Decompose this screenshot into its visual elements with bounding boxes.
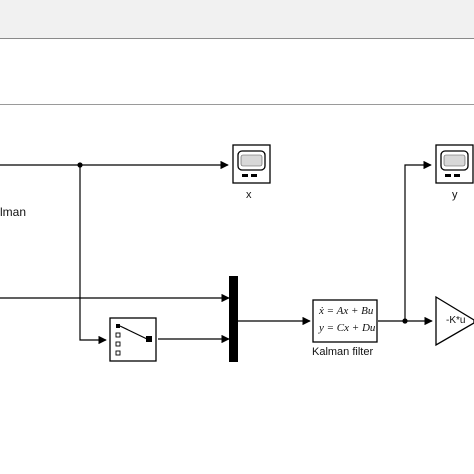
scope-x-block[interactable]: [232, 144, 271, 184]
kalman-filter-label: Kalman filter: [312, 346, 374, 358]
selector-block[interactable]: [109, 317, 157, 362]
toolbar-area: [0, 0, 474, 39]
toolbar-divider: [0, 104, 474, 105]
mux-block[interactable]: [229, 276, 238, 362]
signal-to-selector: [79, 165, 107, 345]
branch-point-2: [402, 318, 408, 324]
state-equation: ẋ = Ax + Bu: [319, 305, 374, 317]
branch-point-1: [77, 162, 83, 168]
scope-x-label: x: [246, 189, 252, 201]
kalman-cut-label: lman: [0, 205, 27, 219]
signal-to-scope-y: [404, 160, 432, 321]
output-equation: y = Cx + Du: [319, 322, 376, 334]
scope-y-label: y: [452, 189, 458, 201]
scope-y-block[interactable]: [435, 144, 474, 184]
kalman-filter-block[interactable]: [312, 299, 378, 343]
gain-block[interactable]: [435, 295, 474, 347]
gain-label: -K*u: [446, 315, 466, 326]
